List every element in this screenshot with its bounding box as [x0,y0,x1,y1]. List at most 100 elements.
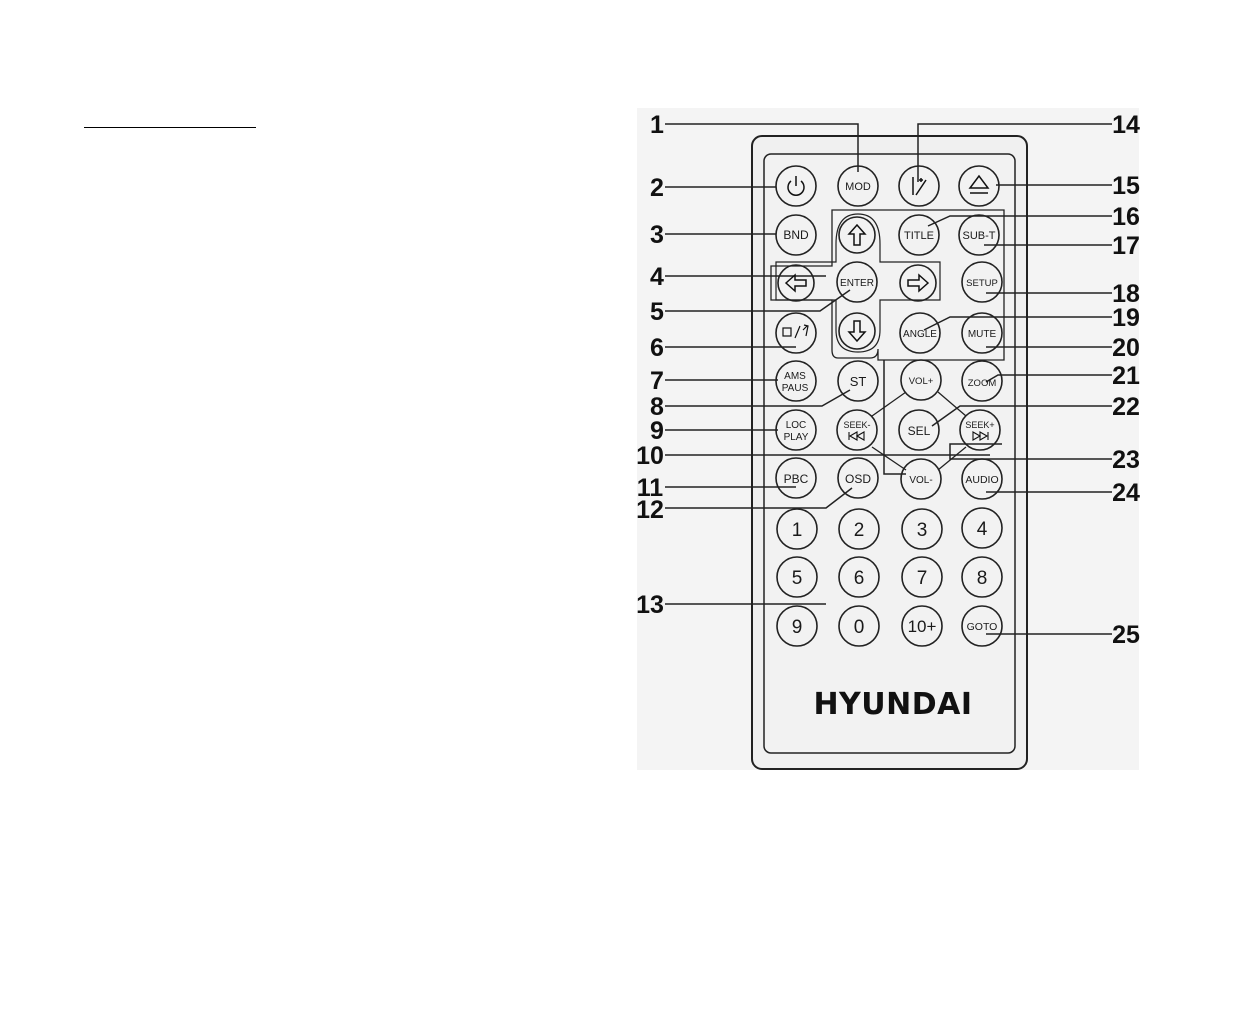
callout-1: 1 [650,111,664,139]
callout-25: 25 [1112,621,1140,649]
digit-1-button[interactable] [776,508,818,550]
callout-9: 9 [650,417,664,445]
remote-face [763,153,1016,754]
rewind-icon [848,431,865,441]
title-label: TITLE [904,230,934,242]
digit-8-label: 8 [977,568,988,589]
left-button[interactable] [777,264,815,302]
arrow-down-icon [847,320,867,343]
digit-5-button[interactable] [776,556,818,598]
header-rule [84,127,256,128]
vol-down-button[interactable] [900,458,942,500]
digit-6-button[interactable] [838,556,880,598]
digit-8-button[interactable] [961,556,1003,598]
callout-20: 20 [1112,334,1140,362]
goto-button[interactable] [961,605,1003,647]
seek-forward-button[interactable] [959,409,1001,451]
paus-label: PAUS [782,383,809,394]
callout-2: 2 [650,174,664,202]
eject-icon [968,174,990,194]
st-label: ST [850,374,867,389]
callout-16: 16 [1112,203,1140,231]
digit-2-button[interactable] [838,508,880,550]
ams-label: AMS [784,371,806,382]
st-button[interactable] [837,360,879,402]
up-button[interactable] [838,216,876,254]
callout-24: 24 [1112,479,1140,507]
bnd-button[interactable] [775,214,817,256]
digit-0-button[interactable] [838,605,880,647]
sel-label: SEL [908,424,931,438]
step-icon [912,177,927,196]
callout-23: 23 [1112,446,1140,474]
vol-down-label: VOL- [909,475,932,486]
callout-15: 15 [1112,172,1140,200]
play-label: PLAY [784,432,809,443]
power-button[interactable] [775,165,817,207]
dpad-outline [775,213,941,353]
callout-8: 8 [650,393,664,421]
digit-4-button[interactable] [961,507,1003,549]
digit-3-button[interactable] [901,508,943,550]
step-button[interactable] [898,165,940,207]
angle-label: ANGLE [903,329,937,340]
subt-button[interactable] [958,214,1000,256]
stop-return-button[interactable] [775,312,817,354]
vol-up-button[interactable] [900,359,942,401]
callout-4: 4 [650,263,664,291]
power-icon [787,176,805,196]
callout-17: 17 [1112,232,1140,260]
brand-logo: HYUNDAI [813,687,972,722]
zoom-button[interactable] [961,360,1003,402]
angle-button[interactable] [899,312,941,354]
subt-label: SUB-T [963,230,996,242]
audio-button[interactable] [961,458,1003,500]
nav-cluster-outline [770,209,1005,361]
down-button[interactable] [838,312,876,350]
loc-play-button[interactable] [775,409,817,451]
callout-5: 5 [650,298,664,326]
seek-back-label: SEEK- [843,420,870,430]
callout-18: 18 [1112,280,1140,308]
right-button[interactable] [899,264,937,302]
callout-3: 3 [650,221,664,249]
digit-3-label: 3 [917,520,928,541]
pbc-button[interactable] [775,457,817,499]
vol-up-label: VOL+ [909,376,934,387]
callout-21: 21 [1112,362,1140,390]
mute-button[interactable] [961,312,1003,354]
pbc-label: PBC [784,472,809,486]
osd-button[interactable] [837,457,879,499]
eject-button[interactable] [958,165,1000,207]
ams-pause-button[interactable] [775,360,817,402]
callout-11: 11 [637,474,664,502]
goto-label: GOTO [967,621,998,633]
digit-9-button[interactable] [776,605,818,647]
callout-19: 19 [1112,304,1140,332]
callout-14: 14 [1112,111,1140,139]
enter-label: ENTER [840,278,874,289]
seek-forward-label: SEEK+ [965,420,994,430]
callout-12: 12 [636,496,664,524]
bnd-label: BND [783,228,809,242]
digit-1-label: 1 [792,520,803,541]
callout-13: 13 [636,591,664,619]
zoom-label: ZOOM [968,378,997,389]
plus-ten-label: 10+ [908,617,937,636]
digit-6-label: 6 [854,568,865,589]
digit-7-label: 7 [917,568,928,589]
osd-label: OSD [845,472,871,486]
plus-ten-button[interactable] [901,605,943,647]
arrow-left-icon [784,273,807,293]
digit-7-button[interactable] [901,556,943,598]
title-button[interactable] [898,214,940,256]
digit-9-label: 9 [792,617,803,638]
callout-22: 22 [1112,393,1140,421]
mod-button[interactable] [837,165,879,207]
seek-back-button[interactable] [836,409,878,451]
loc-label: LOC [786,420,807,431]
setup-button[interactable] [961,261,1003,303]
enter-button[interactable] [836,261,878,303]
sel-button[interactable] [898,409,940,451]
